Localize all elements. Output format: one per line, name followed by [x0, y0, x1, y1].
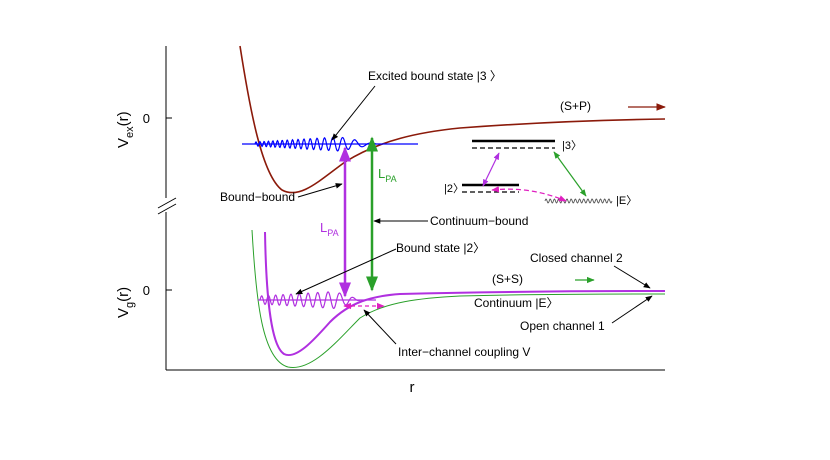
inset-level-3-label: |3〉	[562, 139, 582, 152]
continuum-e-label: Continuum |E〉	[474, 296, 559, 310]
lpa-magenta-label: LPA	[320, 220, 339, 238]
x-axis-label: r	[410, 379, 415, 396]
inset-level-diagram: |3〉 |2〉 |E〉	[444, 139, 637, 207]
excited-bound-state-label: Excited bound state |3 〉	[368, 69, 502, 83]
bound-state-2-label: Bound state |2〉	[396, 241, 485, 255]
inset-2-e-coupling	[491, 186, 567, 202]
s-plus-s-label: (S+S)	[492, 272, 523, 286]
closed-channel-2-pointer	[613, 265, 651, 289]
excited-bound-wavefunction	[254, 136, 377, 152]
svg-text:Vex(r): Vex(r)	[115, 111, 136, 148]
closed-channel-2-label: Closed channel 2	[530, 251, 623, 265]
inter-channel-coupling-label: Inter−channel coupling V	[398, 345, 530, 359]
axis-break-mark	[157, 203, 177, 215]
excited-potential-curve	[239, 45, 666, 194]
lpa-green-label: LPA	[378, 166, 397, 184]
inter-channel-coupling-pointer	[363, 309, 397, 345]
open-channel-1-label: Open channel 1	[520, 319, 605, 333]
inset-level-2-label: |2〉	[444, 182, 464, 195]
svg-text:Vg(r): Vg(r)	[115, 287, 136, 318]
y-axis-label-lower: Vg(r)	[115, 287, 136, 318]
tick-upper-zero: 0	[143, 111, 150, 126]
bound-bound-pointer	[297, 183, 343, 198]
bound-state-2-wavefunction	[259, 291, 361, 309]
inset-2-3-arrow	[482, 152, 500, 187]
axis-break-mark	[157, 197, 177, 209]
tick-lower-zero: 0	[143, 283, 150, 298]
open-channel-1-pointer	[611, 295, 653, 324]
y-axis-label-upper: Vex(r)	[115, 111, 136, 148]
bound-bound-label: Bound−bound	[220, 190, 295, 204]
continuum-bound-label: Continuum−bound	[430, 214, 528, 228]
inset-continuum-wiggle	[544, 198, 613, 204]
bound-state-2-pointer	[295, 248, 397, 295]
axes-frame	[157, 46, 665, 371]
inset-e-3-arrow	[553, 151, 587, 197]
closed-channel-curve	[264, 231, 666, 357]
s-plus-p-label: (S+P)	[560, 99, 591, 113]
inset-level-e-label: |E〉	[616, 194, 637, 207]
excited-bound-state-pointer	[331, 85, 376, 141]
